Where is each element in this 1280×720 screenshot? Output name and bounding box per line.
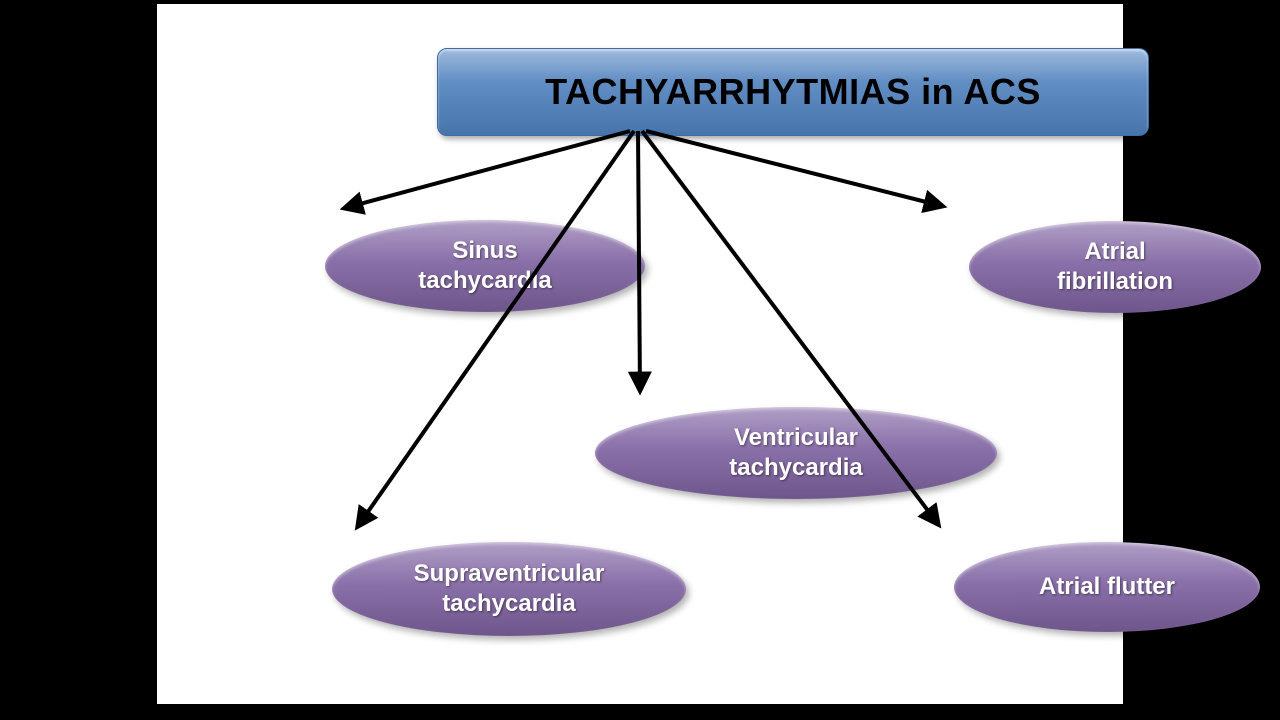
diagram-title-box: TACHYARRHYTMIAS in ACS [437, 48, 1149, 136]
node-label: Atrial flutter [1038, 573, 1175, 600]
node-label: Ventricular tachycardia [729, 424, 863, 481]
node-atrial-flutter: Atrial flutter [954, 542, 1260, 632]
node-sinus-tachycardia: Sinus tachycardia [325, 220, 645, 312]
node-label: Atrial fibrillation [1057, 238, 1173, 295]
node-supraventricular-tachycardia: Supraventricular tachycardia [332, 542, 686, 636]
diagram-title: TACHYARRHYTMIAS in ACS [545, 71, 1041, 112]
node-ventricular-tachycardia: Ventricular tachycardia [595, 407, 997, 499]
slide-canvas: TACHYARRHYTMIAS in ACS Sinus tachycardia… [157, 4, 1261, 704]
node-label: Supraventricular tachycardia [413, 560, 605, 617]
node-atrial-fibrillation: Atrial fibrillation [969, 221, 1261, 313]
node-label: Sinus tachycardia [418, 237, 552, 294]
